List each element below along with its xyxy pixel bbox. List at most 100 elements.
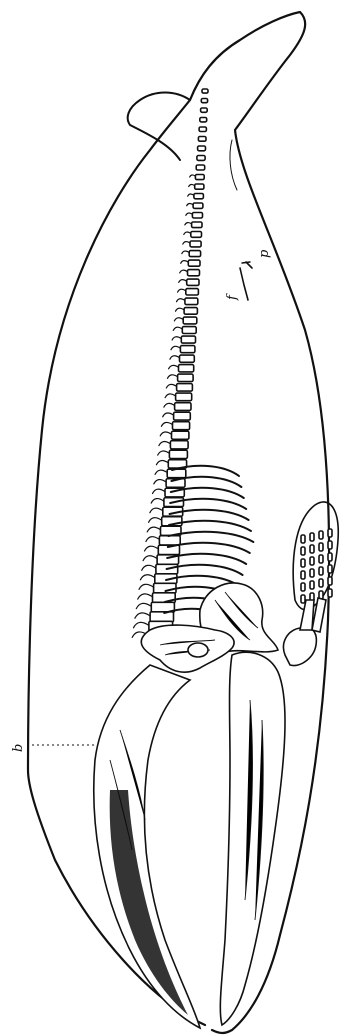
vertebral-process <box>158 451 170 455</box>
vertebra <box>150 612 173 622</box>
vertebral-process <box>163 413 174 417</box>
vertebral-process <box>189 184 195 186</box>
phalanx <box>328 541 332 549</box>
vertebral-process <box>160 432 171 436</box>
vertebral-process <box>190 175 196 177</box>
vertebral-process <box>153 489 166 493</box>
phalanx <box>301 595 305 603</box>
vertebral-process <box>143 556 157 561</box>
vertebra <box>188 270 200 276</box>
vertebra <box>178 374 194 381</box>
vertebral-process <box>139 584 154 589</box>
vertebra <box>194 194 204 199</box>
vertebral-process <box>177 299 185 302</box>
phalanx <box>319 531 323 539</box>
vertebral-process <box>188 194 194 196</box>
vertebra <box>172 431 189 439</box>
phalanx <box>301 535 305 543</box>
phalanx <box>328 529 332 537</box>
vertebra <box>182 327 196 334</box>
phalanx <box>328 577 332 585</box>
vertebral-process <box>182 251 189 254</box>
vertebral-process <box>138 594 153 599</box>
vertebral-process <box>151 499 164 504</box>
vertebral-process <box>173 327 182 330</box>
vertebral-process <box>164 403 175 407</box>
vertebra <box>198 137 206 142</box>
phalanx <box>310 557 314 565</box>
phalanx <box>310 533 314 541</box>
phalanx <box>319 555 323 563</box>
pelvic-bones <box>240 262 252 300</box>
vertebral-process <box>155 470 167 474</box>
skull <box>94 625 234 1028</box>
rib <box>168 532 253 542</box>
vertebral-process <box>149 518 162 523</box>
phalanx <box>310 569 314 577</box>
vertebra <box>179 365 194 372</box>
vertebra <box>181 336 195 343</box>
vertebra <box>199 127 206 132</box>
vertebra <box>186 289 199 295</box>
vertebral-process <box>142 565 156 570</box>
vertebra <box>159 536 180 545</box>
phalanx <box>301 571 305 579</box>
vertebral-column <box>132 89 208 641</box>
mandible <box>220 652 285 1025</box>
vertebra <box>176 393 192 401</box>
vertebral-process <box>136 603 151 608</box>
vertebra <box>192 213 202 219</box>
vertebra <box>180 346 195 353</box>
vertebral-process <box>166 384 176 388</box>
vertebral-process <box>135 613 150 618</box>
vertebra <box>200 118 207 122</box>
vertebra <box>195 175 204 180</box>
vertebra <box>174 412 191 420</box>
vertebral-process <box>174 318 183 321</box>
vertebral-process <box>145 546 159 551</box>
vertebra <box>201 108 208 112</box>
phalanx <box>319 579 323 587</box>
vertebra <box>198 146 206 151</box>
vertebral-process <box>176 308 185 311</box>
vertebral-process <box>156 461 168 465</box>
vertebral-process <box>154 480 166 484</box>
vertebra <box>183 317 197 324</box>
phalanx <box>310 545 314 553</box>
vertebra <box>175 403 191 411</box>
vertebral-process <box>140 575 154 580</box>
label-p: p <box>257 249 272 258</box>
vertebral-process <box>187 203 193 205</box>
label-b: b <box>11 744 26 752</box>
phalanx <box>301 547 305 555</box>
phalanx <box>310 581 314 589</box>
vertebra <box>195 184 204 189</box>
vertebra <box>187 279 199 285</box>
vertebra <box>193 203 203 208</box>
vertebra <box>177 384 193 392</box>
vertebral-process <box>180 270 188 273</box>
phalanx <box>301 559 305 567</box>
vertebral-process <box>179 280 187 283</box>
label-f: f <box>225 293 240 301</box>
phalanx <box>319 567 323 575</box>
phalanx <box>301 583 305 591</box>
vertebral-process <box>161 422 172 426</box>
humerus <box>283 627 316 665</box>
vertebra <box>190 241 201 247</box>
phalanx <box>328 589 332 597</box>
vertebra <box>191 232 202 238</box>
vertebral-process <box>181 261 189 264</box>
vertebral-process <box>165 394 176 398</box>
vertebra <box>197 156 205 161</box>
vertebra <box>173 422 190 430</box>
phalanx <box>328 553 332 561</box>
vertebral-process <box>169 365 179 368</box>
vertebra <box>184 308 197 315</box>
vertebral-process <box>171 346 180 349</box>
vertebra <box>189 251 200 257</box>
vertebral-process <box>170 356 180 359</box>
vertebral-process <box>185 223 192 225</box>
vertebral-process <box>168 375 178 378</box>
